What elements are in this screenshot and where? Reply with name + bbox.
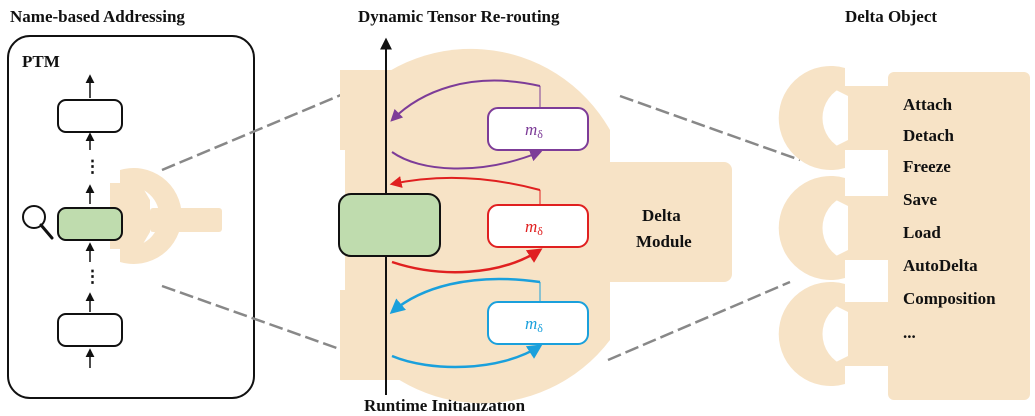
zoom-line-left-top xyxy=(161,90,349,172)
wrench-head-middle xyxy=(778,176,888,280)
op-autodelta: AutoDelta xyxy=(903,256,978,275)
ptm-layer-top xyxy=(57,99,123,133)
delta-module-blue: mδ xyxy=(389,277,589,369)
red-module-label: mδ xyxy=(525,217,543,238)
title-delta-object: Delta Object xyxy=(845,7,937,26)
op-save: Save xyxy=(903,190,937,209)
zoom-line-right-bottom xyxy=(607,280,791,362)
wrench-head-bottom xyxy=(778,282,888,386)
zoom-line-left-bottom xyxy=(161,284,349,354)
ptm-layer-addressed xyxy=(57,207,123,241)
op-freeze: Freeze xyxy=(903,157,951,176)
delta-module-purple: mδ xyxy=(390,79,589,170)
purple-module-label: mδ xyxy=(525,120,543,141)
delta-module-line1: Delta xyxy=(642,206,681,225)
center-green-layer xyxy=(338,193,441,257)
delta-module-line2: Module xyxy=(636,232,692,251)
ptm-dots-bottom: ⋮ xyxy=(84,267,101,286)
zoom-line-right-top xyxy=(619,94,801,162)
ptm-dots-top: ⋮ xyxy=(84,157,101,176)
op-attach: Attach xyxy=(903,95,953,114)
blue-module-label: mδ xyxy=(525,314,543,335)
title-dynamic-tensor-rerouting: Dynamic Tensor Re-routing xyxy=(358,7,560,26)
op-detach: Detach xyxy=(903,126,955,145)
magnifier-icon xyxy=(22,205,54,240)
ptm-panel: PTM ⋮ ⋮ xyxy=(7,35,255,399)
ptm-layer-bottom xyxy=(57,313,123,347)
wrench-head-top xyxy=(778,65,888,170)
op-load: Load xyxy=(903,223,941,242)
op-composition: Composition xyxy=(903,289,996,308)
delta-object-panel: Attach Detach Freeze Save Load AutoDelta… xyxy=(778,65,1030,400)
op-more: ... xyxy=(903,323,916,342)
ptm-label: PTM xyxy=(22,52,60,71)
title-name-based-addressing: Name-based Addressing xyxy=(10,7,185,26)
delta-module-red: mδ xyxy=(389,176,589,274)
